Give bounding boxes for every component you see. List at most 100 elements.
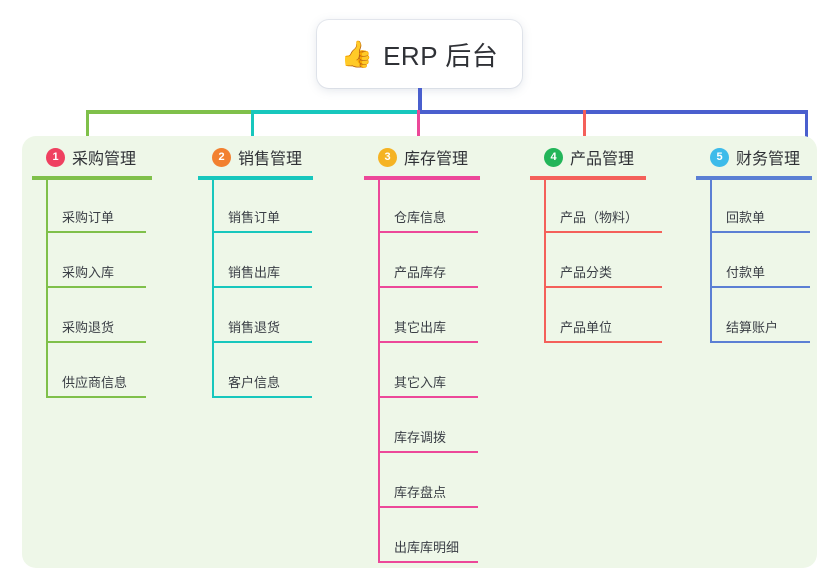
bus-connector-middle xyxy=(252,110,418,114)
leaf-node[interactable]: 付款单 xyxy=(710,233,810,288)
leaf-node-rule xyxy=(378,451,478,453)
trunk-connector xyxy=(418,88,422,112)
leaf-node-rule xyxy=(378,506,478,508)
branch-column-4: 4 产品管理产品（物料） 产品分类产品单位 xyxy=(528,142,662,343)
leaf-node[interactable]: 销售出库 xyxy=(212,233,312,288)
branch-spine xyxy=(46,178,48,398)
branch-header-rule xyxy=(32,176,152,180)
leaf-node-label: 产品（物料） xyxy=(560,210,639,225)
branch-badge-icon: 1 xyxy=(46,147,65,167)
branch-spine xyxy=(710,178,712,343)
leaf-node-label: 产品库存 xyxy=(394,265,447,280)
leaf-node-label: 付款单 xyxy=(726,265,766,280)
leaf-node[interactable]: 库存调拨 xyxy=(378,398,478,453)
leaf-node-rule xyxy=(46,396,146,398)
leaf-node-label: 其它入库 xyxy=(394,375,447,390)
leaf-node[interactable]: 销售订单 xyxy=(212,178,312,233)
root-node-card[interactable]: 👍 ERP 后台 xyxy=(317,20,522,88)
branch-column-2: 2 销售管理销售订单销售出库销售退货客户信息 xyxy=(196,142,313,398)
leaf-node-rule xyxy=(212,396,312,398)
branch-title: 财务管理 xyxy=(736,151,801,168)
leaf-node-rule xyxy=(378,341,478,343)
leaf-node[interactable]: 供应商信息 xyxy=(46,343,146,398)
leaf-node[interactable]: 客户信息 xyxy=(212,343,312,398)
leaf-node-label: 库存调拨 xyxy=(394,430,447,445)
branch-badge-icon: 5 xyxy=(710,147,729,167)
leaf-node-rule xyxy=(544,341,662,343)
drop-connector-2 xyxy=(251,110,254,140)
leaf-node-rule xyxy=(212,341,312,343)
leaf-node[interactable]: 产品（物料） xyxy=(544,178,662,233)
leaf-node[interactable]: 回款单 xyxy=(710,178,810,233)
branch-header-rule xyxy=(364,176,480,180)
leaf-node-label: 供应商信息 xyxy=(62,375,128,390)
branch-header-2[interactable]: 2 销售管理 xyxy=(196,142,302,172)
diagram-panel xyxy=(22,136,817,568)
branch-title: 产品管理 xyxy=(570,151,635,168)
root-node-title: ERP 后台 xyxy=(383,40,499,71)
leaf-node-rule xyxy=(46,341,146,343)
leaf-node-label: 回款单 xyxy=(726,210,766,225)
leaf-node-rule xyxy=(378,231,478,233)
branch-column-5: 5 财务管理回款单付款单结算账户 xyxy=(694,142,812,343)
bus-connector-right xyxy=(418,110,808,114)
branch-header-rule xyxy=(696,176,812,180)
leaf-node[interactable]: 仓库信息 xyxy=(378,178,478,233)
leaf-node-label: 采购退货 xyxy=(62,320,115,335)
leaf-node-rule xyxy=(710,286,810,288)
leaf-node-rule xyxy=(212,286,312,288)
drop-connector-3 xyxy=(417,110,420,140)
leaf-node-rule xyxy=(46,286,146,288)
branch-badge-icon: 2 xyxy=(212,147,231,167)
leaf-node-rule xyxy=(378,561,478,563)
branch-spine xyxy=(544,178,546,343)
leaf-node-label: 销售退货 xyxy=(228,320,281,335)
leaf-node-rule xyxy=(544,231,662,233)
leaf-node-label: 销售订单 xyxy=(228,210,281,225)
leaf-node[interactable]: 其它出库 xyxy=(378,288,478,343)
leaf-node-label: 仓库信息 xyxy=(394,210,447,225)
leaf-node[interactable]: 结算账户 xyxy=(710,288,810,343)
leaf-node-label: 产品单位 xyxy=(560,320,613,335)
leaf-node[interactable]: 其它入库 xyxy=(378,343,478,398)
drop-connector-5 xyxy=(805,110,808,140)
branch-title: 销售管理 xyxy=(238,151,303,168)
thumbs-up-icon: 👍 xyxy=(340,39,374,69)
leaf-node-rule xyxy=(46,231,146,233)
leaf-node[interactable]: 产品库存 xyxy=(378,233,478,288)
leaf-node-label: 产品分类 xyxy=(560,265,613,280)
branch-header-1[interactable]: 1 采购管理 xyxy=(30,142,136,172)
leaf-node-label: 库存盘点 xyxy=(394,485,447,500)
leaf-node[interactable]: 出库库明细 xyxy=(378,508,478,563)
leaf-node-rule xyxy=(212,231,312,233)
branch-title: 采购管理 xyxy=(72,151,137,168)
leaf-node[interactable]: 采购退货 xyxy=(46,288,146,343)
leaf-node[interactable]: 库存盘点 xyxy=(378,453,478,508)
leaf-node[interactable]: 产品分类 xyxy=(544,233,662,288)
leaf-node-label: 销售出库 xyxy=(228,265,281,280)
leaf-node-label: 采购入库 xyxy=(62,265,115,280)
branch-badge-icon: 4 xyxy=(544,147,563,167)
leaf-node-rule xyxy=(544,286,662,288)
leaf-node[interactable]: 销售退货 xyxy=(212,288,312,343)
leaf-node-label: 其它出库 xyxy=(394,320,447,335)
leaf-node-rule xyxy=(710,231,810,233)
drop-connector-1 xyxy=(86,110,89,140)
drop-connector-4 xyxy=(583,110,586,140)
branch-column-1: 1 采购管理采购订单采购入库采购退货供应商信息 xyxy=(30,142,152,398)
leaf-node-rule xyxy=(378,396,478,398)
leaf-node-label: 出库库明细 xyxy=(394,540,460,555)
leaf-node[interactable]: 采购入库 xyxy=(46,233,146,288)
branch-header-rule xyxy=(530,176,646,180)
branch-header-4[interactable]: 4 产品管理 xyxy=(528,142,634,172)
bus-connector-left xyxy=(86,110,252,114)
leaf-node[interactable]: 采购订单 xyxy=(46,178,146,233)
leaf-node-label: 结算账户 xyxy=(726,320,779,335)
branch-header-5[interactable]: 5 财务管理 xyxy=(694,142,800,172)
branch-spine xyxy=(212,178,214,398)
branch-header-rule xyxy=(198,176,313,180)
branch-badge-icon: 3 xyxy=(378,147,397,167)
leaf-node[interactable]: 产品单位 xyxy=(544,288,662,343)
